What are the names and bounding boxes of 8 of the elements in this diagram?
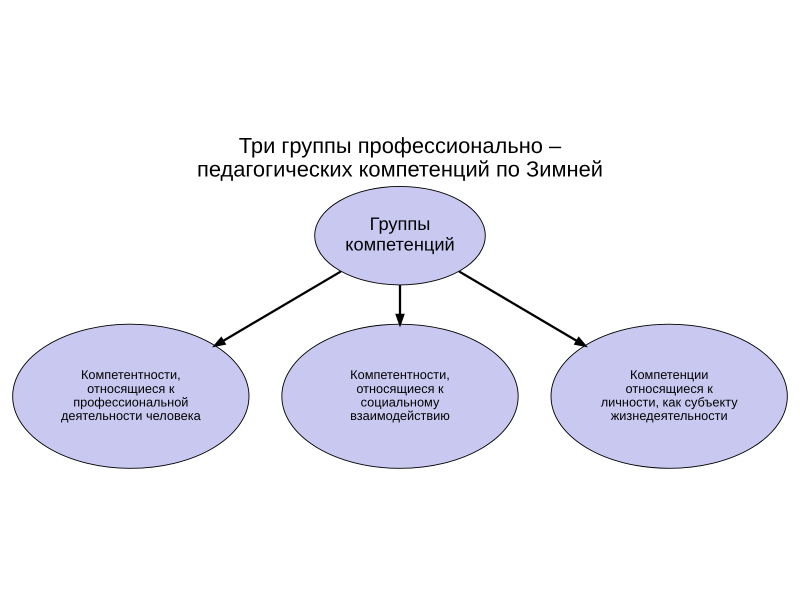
node-ellipse: Группы компетенций (314, 186, 486, 286)
arrow (212, 270, 342, 348)
node-ellipse: Компетенции относящиеся к личности, как субъекту жизнедеятельности (550, 324, 788, 469)
arrow (395, 285, 405, 328)
diagram-title: Три группы профессионально – педагогических компетенций по Зимней (196, 132, 604, 182)
node-ellipse: Компетентности, относящиеся к профессиональной деятельности человека (12, 324, 250, 469)
arrow (458, 270, 588, 348)
node-ellipse: Компетентности, относящиеся к социальному взаимодействию (281, 324, 519, 469)
